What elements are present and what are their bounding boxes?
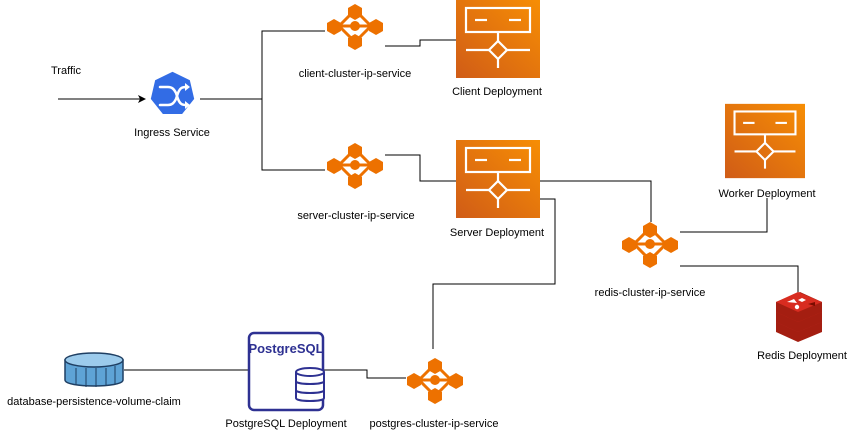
- server-deployment-icon: [456, 140, 540, 218]
- postgres-cluster-ip-service[interactable]: postgres-cluster-ip-service: [370, 356, 499, 430]
- volume-label: database-persistence-volume-claim: [7, 396, 181, 408]
- connectors: [58, 30, 799, 379]
- redis-service-label: redis-cluster-ip-service: [595, 287, 706, 299]
- server-cluster-ip-service[interactable]: server-cluster-ip-service: [297, 141, 415, 222]
- volume-disk-icon: [64, 352, 124, 387]
- database-persistence-volume-claim[interactable]: database-persistence-volume-claim: [7, 352, 181, 408]
- connector-server-deployment-redis-service: [540, 180, 652, 222]
- ingress-shuffle-icon: [149, 70, 196, 116]
- client-deployment-label: Client Deployment: [452, 86, 542, 98]
- server-deployment[interactable]: Server Deployment: [450, 140, 544, 239]
- connector-redis-service-redis: [680, 265, 799, 300]
- traffic-label: Traffic: [51, 65, 81, 77]
- client-deployment-icon: [456, 0, 540, 78]
- server-deployment-label: Server Deployment: [450, 227, 544, 239]
- redis-deployment-label: Redis Deployment: [757, 350, 847, 362]
- ingress-service[interactable]: Ingress Service: [134, 70, 210, 139]
- client-cluster-ip-service[interactable]: client-cluster-ip-service: [299, 2, 411, 80]
- worker-deployment[interactable]: Worker Deployment: [719, 102, 816, 200]
- connector-client-service-deployment: [385, 39, 456, 47]
- connector-server-service-deployment: [385, 154, 456, 182]
- client-deployment[interactable]: Client Deployment: [452, 0, 542, 98]
- postgres-service-label: postgres-cluster-ip-service: [370, 418, 499, 430]
- redis-deployment[interactable]: Redis Deployment: [757, 292, 847, 362]
- postgres-deployment[interactable]: PostgreSQL PostgreSQL Deployment: [225, 331, 347, 430]
- redis-service-icon: [620, 220, 680, 268]
- connector-postgres-deployment-service: [324, 369, 406, 379]
- postgresql-logo-icon: PostgreSQL: [247, 331, 325, 412]
- postgresql-logo-text: PostgreSQL: [248, 341, 323, 356]
- ingress-label: Ingress Service: [134, 127, 210, 139]
- client-service-icon: [325, 2, 385, 50]
- postgres-deployment-label: PostgreSQL Deployment: [225, 418, 346, 430]
- redis-cluster-ip-service[interactable]: redis-cluster-ip-service: [595, 220, 706, 299]
- server-service-icon: [325, 141, 385, 189]
- worker-deployment-label: Worker Deployment: [719, 188, 816, 200]
- connector-server-deployment-postgres-service: [432, 198, 556, 349]
- client-service-label: client-cluster-ip-service: [299, 68, 411, 80]
- postgres-service-icon: [405, 356, 465, 406]
- connector-redis-service-worker: [680, 198, 768, 233]
- redis-logo-icon: [776, 292, 822, 342]
- worker-deployment-icon: [725, 102, 805, 180]
- server-service-label: server-cluster-ip-service: [297, 210, 414, 222]
- connector-bus-client-service: [261, 30, 325, 171]
